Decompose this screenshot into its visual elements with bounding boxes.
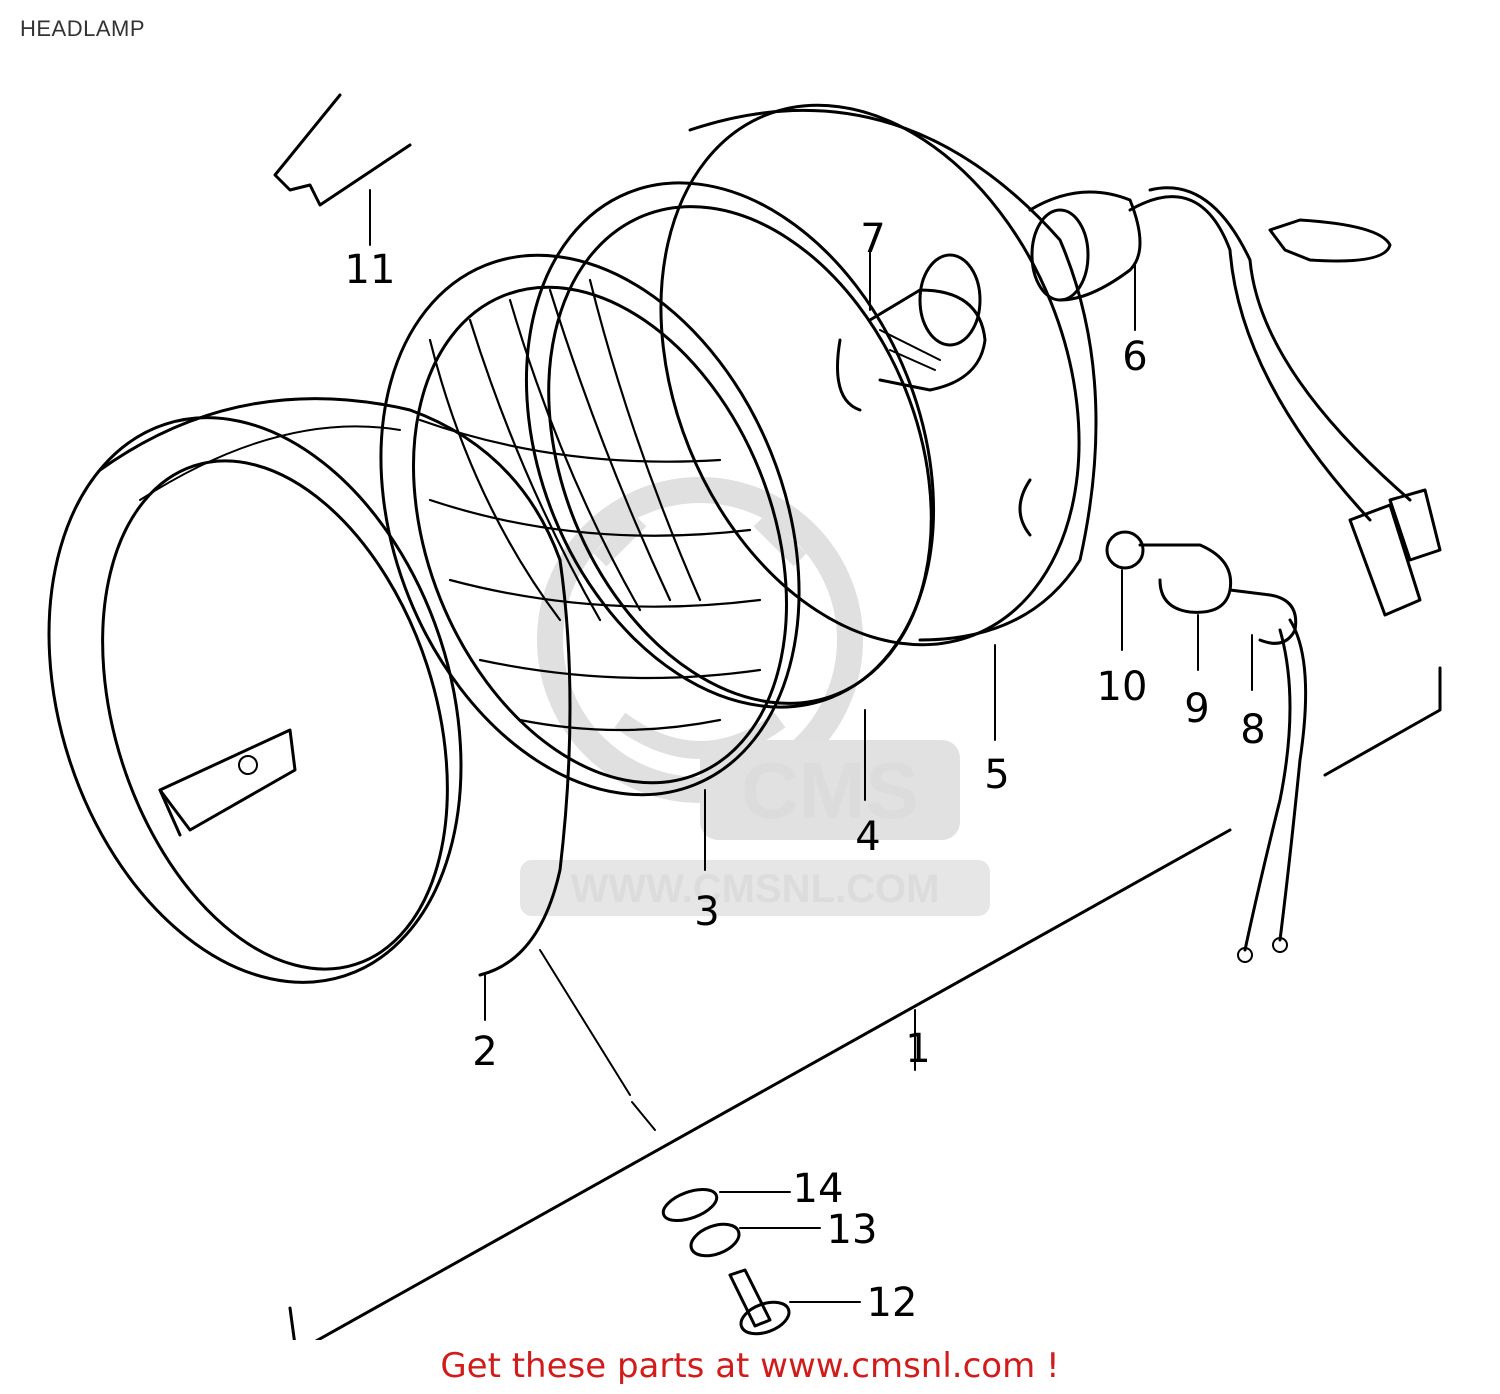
callout-10: 10	[1097, 664, 1148, 710]
callout-2: 2	[472, 1029, 497, 1075]
page-title: HEADLAMP	[20, 16, 146, 41]
headlamp-exploded-diagram: CMS WWW.CMSNL.COM	[47, 93, 1442, 1340]
cms-watermark: CMS WWW.CMSNL.COM	[520, 477, 990, 916]
callout-9: 9	[1184, 686, 1209, 732]
callout-14: 14	[793, 1166, 844, 1212]
callout-4: 4	[855, 814, 880, 860]
part-12-13-14-fasteners	[661, 1187, 791, 1336]
leader-lines	[369, 189, 1253, 1303]
part-2-headlamp-housing	[47, 397, 572, 984]
watermark-url: WWW.CMSNL.COM	[571, 867, 940, 911]
callout-11: 11	[345, 247, 396, 293]
part-11-bracket	[273, 93, 412, 207]
assembly-bracket	[288, 666, 1442, 1340]
part-5-reflector	[659, 103, 1098, 647]
callout-12: 12	[867, 1280, 918, 1326]
part-8-9-10-pilot-lamp	[1105, 530, 1308, 963]
callout-13: 13	[827, 1207, 878, 1253]
part-7-bulb	[868, 253, 987, 392]
watermark-brand: CMS	[741, 746, 919, 835]
callout-5: 5	[984, 752, 1009, 798]
get-parts-link[interactable]: Get these parts at www.cmsnl.com !	[440, 1346, 1060, 1386]
part-4-lens-rim	[524, 181, 936, 709]
callout-3: 3	[694, 889, 719, 935]
callout-6: 6	[1122, 334, 1147, 380]
part-6-socket-wiring	[1028, 186, 1442, 617]
callout-labels: 1 2 3 4 5 6 7 8 9 10 11 12 13 14	[345, 216, 1266, 1326]
part-3-headlamp-lens	[379, 253, 801, 797]
callout-1: 1	[905, 1026, 930, 1072]
callout-8: 8	[1240, 707, 1265, 753]
callout-7: 7	[860, 216, 885, 262]
